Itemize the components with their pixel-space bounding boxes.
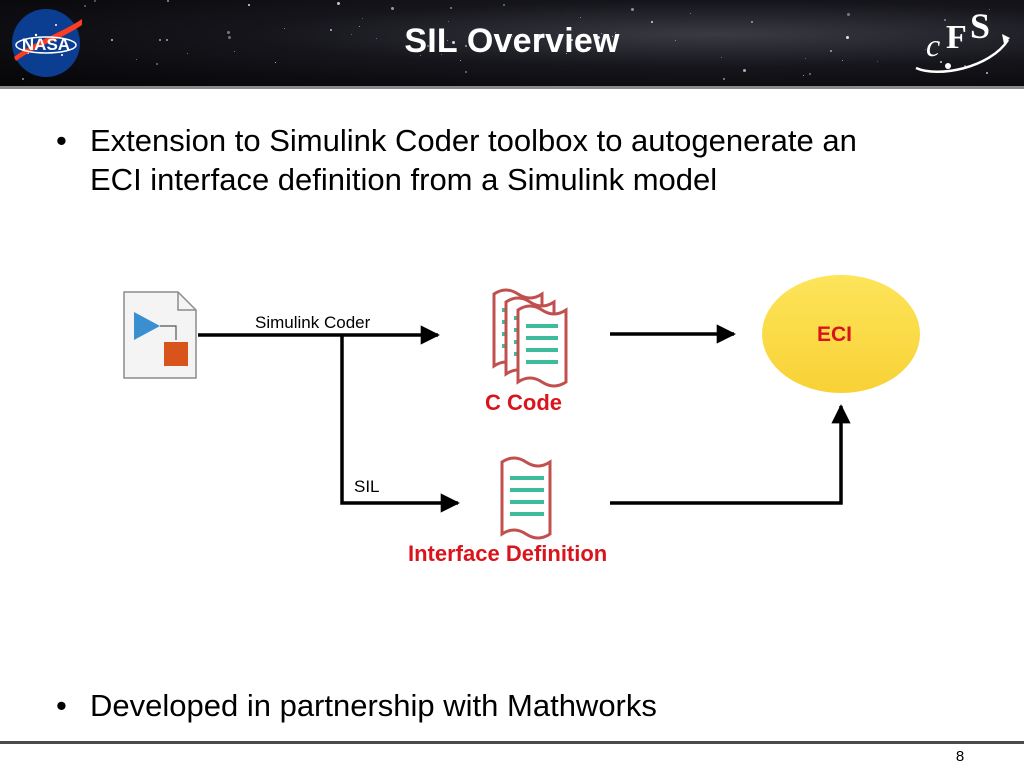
star-decoration (743, 69, 746, 72)
star-decoration (359, 26, 360, 27)
star-decoration (842, 60, 843, 61)
bullet-dot: • (56, 688, 67, 723)
star-decoration (580, 17, 581, 18)
arrow-interface-to-eci (610, 404, 851, 505)
header-divider (0, 86, 1024, 89)
star-decoration (362, 18, 363, 19)
label-eci: ECI (817, 323, 853, 346)
star-decoration (450, 7, 452, 9)
footer-divider (0, 741, 1024, 744)
star-decoration (228, 36, 231, 39)
star-decoration (187, 53, 188, 54)
star-decoration (631, 8, 634, 11)
star-decoration (500, 45, 503, 48)
star-decoration (675, 40, 676, 41)
nasa-logo: NASA (12, 9, 82, 77)
c-code-document-icon (492, 288, 568, 388)
star-decoration (159, 39, 161, 41)
star-decoration (925, 49, 926, 50)
star-decoration (809, 73, 811, 75)
star-decoration (846, 36, 849, 39)
simulink-model-icon (123, 291, 197, 379)
star-decoration (227, 31, 230, 34)
page-title: SIL Overview (404, 22, 620, 60)
star-decoration (465, 71, 467, 73)
star-decoration (337, 2, 340, 5)
star-decoration (830, 50, 832, 52)
star-decoration (601, 33, 602, 34)
svg-text:c: c (926, 27, 940, 63)
star-decoration (460, 60, 461, 61)
star-decoration (284, 28, 285, 29)
label-sil: SIL (354, 477, 380, 496)
star-decoration (503, 4, 505, 6)
star-decoration (94, 0, 96, 2)
star-decoration (234, 51, 235, 52)
star-decoration (805, 58, 806, 59)
star-decoration (330, 29, 332, 31)
star-decoration (723, 78, 725, 80)
star-decoration (986, 72, 988, 74)
star-decoration (612, 36, 613, 37)
star-decoration (166, 39, 168, 41)
star-decoration (391, 7, 394, 10)
star-decoration (615, 32, 616, 33)
arrow-sil (340, 335, 460, 513)
star-decoration (427, 45, 429, 47)
star-decoration (376, 38, 377, 39)
star-decoration (989, 9, 990, 10)
star-decoration (448, 21, 449, 22)
star-decoration (452, 41, 455, 44)
star-decoration (597, 36, 600, 39)
star-decoration (22, 78, 24, 80)
star-decoration (877, 61, 878, 62)
star-decoration (111, 39, 113, 41)
star-decoration (156, 63, 158, 65)
page-number: 8 (955, 748, 965, 765)
star-decoration (964, 65, 966, 67)
star-decoration (136, 59, 137, 60)
star-decoration (441, 54, 442, 55)
star-decoration (721, 57, 722, 58)
star-decoration (567, 46, 570, 49)
bullet-text: Developed in partnership with Mathworks (90, 688, 657, 723)
star-decoration (571, 39, 573, 41)
star-decoration (420, 55, 421, 56)
star-decoration (566, 53, 567, 54)
star-decoration (847, 13, 850, 16)
label-interface-definition: Interface Definition (408, 541, 608, 566)
star-decoration (447, 40, 448, 41)
star-decoration (751, 21, 753, 23)
star-decoration (465, 45, 467, 47)
star-decoration (248, 4, 250, 6)
star-decoration (351, 34, 352, 35)
label-c-code: C Code (485, 390, 562, 415)
star-decoration (690, 13, 691, 14)
svg-text:S: S (970, 6, 990, 46)
star-decoration (167, 0, 169, 2)
bullet-line: Extension to Simulink Coder toolbox to a… (90, 123, 857, 158)
svg-text:NASA: NASA (22, 35, 70, 54)
star-decoration (512, 36, 513, 37)
star-decoration (940, 61, 942, 63)
star-decoration (944, 19, 946, 21)
bullet-line: ECI interface definition from a Simulink… (90, 162, 718, 197)
eci-node (762, 275, 920, 393)
star-decoration (275, 62, 276, 63)
star-decoration (84, 5, 86, 7)
bullet-dot: • (56, 123, 67, 158)
svg-text:F: F (946, 19, 967, 56)
bullet-item: • Developed in partnership with Mathwork… (56, 686, 756, 726)
star-decoration (803, 75, 804, 76)
bullet-item: • Extension to Simulink Coder toolbox to… (56, 121, 976, 201)
interface-definition-document-icon (500, 456, 552, 540)
label-simulink-coder: Simulink Coder (255, 313, 371, 332)
star-decoration (651, 21, 653, 23)
cfs-logo: c F S (915, 6, 1010, 74)
header-banner (0, 0, 1024, 86)
bullet-text: Extension to Simulink Coder toolbox to a… (90, 121, 857, 199)
star-decoration (538, 34, 541, 37)
